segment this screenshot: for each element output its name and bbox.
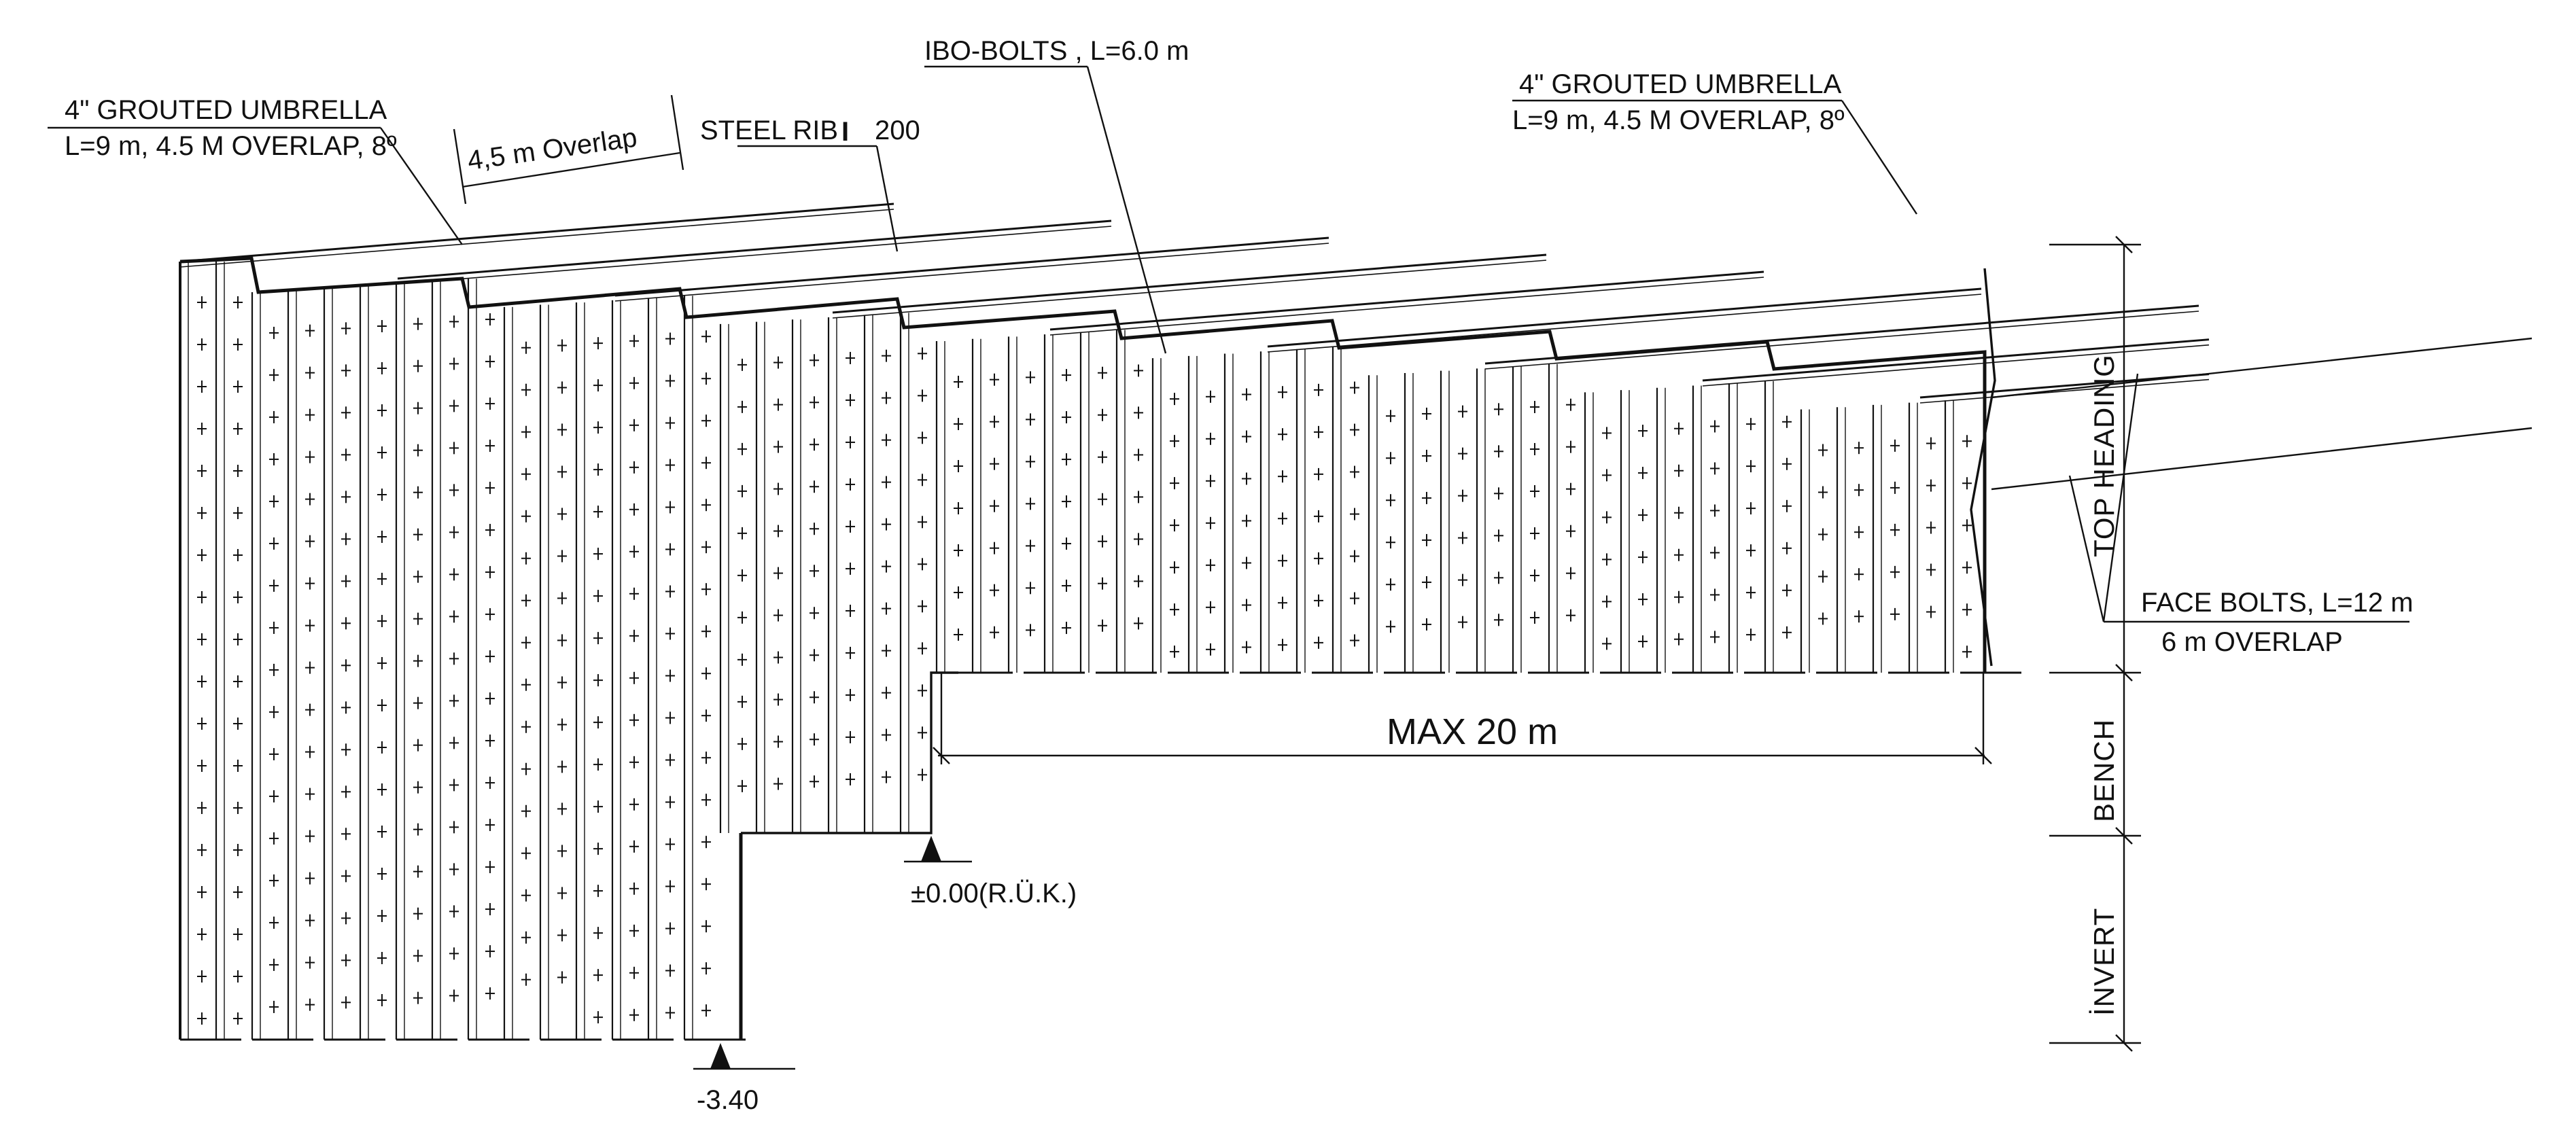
overlap-dimension: 4,5 m Overlap (453, 94, 684, 205)
face-bolts (1991, 337, 2533, 491)
bench-step-line (741, 671, 958, 834)
zone-invert-label: İNVERT (2088, 908, 2120, 1016)
elevation-markers (693, 836, 972, 1070)
umbrella-left-spec: L=9 m, 4.5 M OVERLAP, 8º (65, 131, 397, 161)
elevation-invert-label: -3.40 (697, 1085, 759, 1115)
zone-top-heading-label: TOP HEADING (2088, 354, 2120, 557)
face-bolts-overlap-label: 6 m OVERLAP (2161, 627, 2343, 657)
umbrella-pipes (179, 202, 2210, 404)
crown-line (179, 256, 1987, 673)
support-panels (179, 262, 2021, 1041)
face-bolts-label: FACE BOLTS, L=12 m (2141, 588, 2414, 618)
overlap-label: 4,5 m Overlap (466, 122, 639, 176)
elevation-zero-marker (904, 836, 972, 863)
face-line (1970, 268, 1996, 667)
zone-bench-label: BENCH (2088, 719, 2120, 822)
excavation-outline (179, 256, 1996, 1040)
max-length-label: MAX 20 m (1387, 711, 1558, 752)
steel-rib-label: STEEL RIB (700, 116, 838, 145)
leaders (48, 65, 2409, 623)
zone-dimension (2049, 236, 2141, 1052)
ibo-bolts-label: IBO-BOLTS , L=6.0 m (924, 36, 1189, 66)
annotation-labels: 4" GROUTED UMBRELLA L=9 m, 4.5 M OVERLAP… (65, 36, 2414, 1115)
umbrella-left-title: 4" GROUTED UMBRELLA (65, 95, 387, 125)
umbrella-right-spec: L=9 m, 4.5 M OVERLAP, 8º (1512, 105, 1845, 135)
steel-rib-size: 200 (875, 116, 920, 145)
elevation-zero-label: ±0.00(R.Ü.K.) (911, 879, 1077, 908)
steel-rib-symbol: I (841, 117, 849, 147)
umbrella-right-title: 4" GROUTED UMBRELLA (1519, 69, 1842, 99)
elevation-invert-marker (693, 1043, 795, 1070)
max-length-dimension: MAX 20 m (933, 673, 1992, 764)
